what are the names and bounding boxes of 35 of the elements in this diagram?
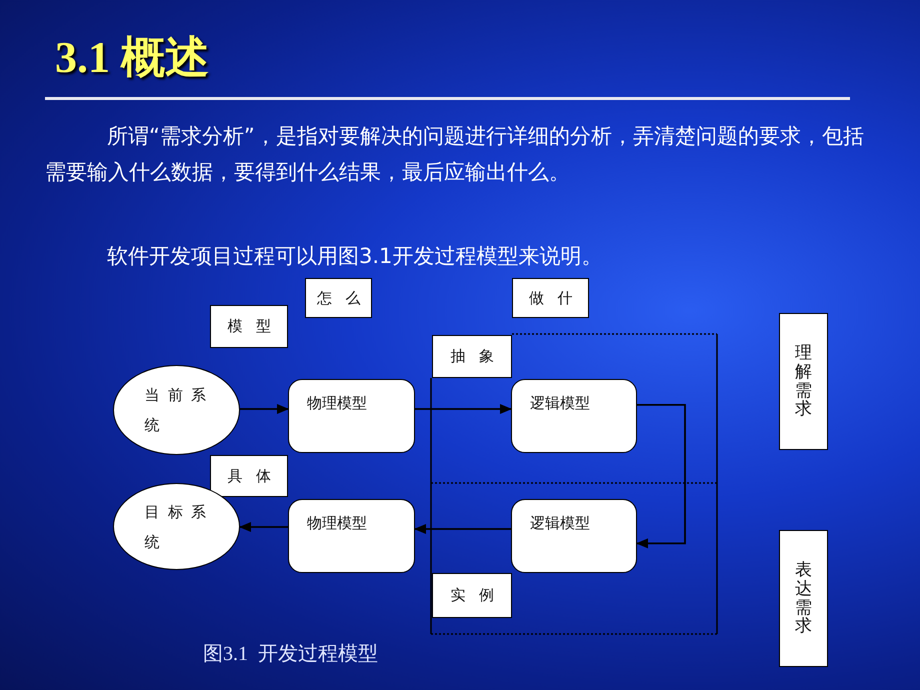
arrow <box>240 404 289 414</box>
label-box <box>210 455 288 497</box>
model-box <box>288 379 415 453</box>
paragraph: 所谓“需求分析”，是指对要解决的问题进行详细的分析，弄清楚问题的要求，包括需要输入什么数据，要得到什么结果，最后应输出什么。 <box>45 123 865 186</box>
node-text: 做什 <box>528 288 586 308</box>
node-text: 逻辑模型 <box>530 514 590 533</box>
node-text: 逻辑模型 <box>530 394 590 413</box>
node-text: 物理模型 <box>307 394 367 413</box>
requirement-box <box>779 313 828 450</box>
figure-caption: 图3.1 开发过程模型 <box>203 642 378 667</box>
slide-title: 3.1 概述 <box>55 32 209 84</box>
node-text: 物理模型 <box>307 514 367 533</box>
model-box <box>511 499 637 573</box>
label-box <box>432 573 512 618</box>
node-text: 当前系统 <box>144 385 216 436</box>
node-text: 目标系统 <box>144 502 216 552</box>
label-box <box>305 278 372 318</box>
node-text: 抽象 <box>450 347 508 366</box>
label-box <box>512 278 589 318</box>
node-text: 怎么 <box>316 288 374 308</box>
arrow <box>239 522 288 532</box>
node-text: 模型 <box>227 317 284 336</box>
label-box <box>210 305 288 348</box>
arrow <box>636 404 686 548</box>
paragraph: 软件开发项目过程可以用图3.1开发过程模型来说明。 <box>106 243 604 270</box>
arrow <box>414 524 511 534</box>
model-box <box>511 379 637 453</box>
node-text: 具体 <box>227 466 284 486</box>
node-text: 实例 <box>450 586 508 605</box>
node-text: 理解需求 <box>795 344 812 419</box>
requirement-box <box>779 530 828 667</box>
model-box <box>288 499 415 573</box>
node-text: 表达需求 <box>795 561 812 636</box>
arrow <box>415 404 512 414</box>
label-box <box>432 335 512 378</box>
